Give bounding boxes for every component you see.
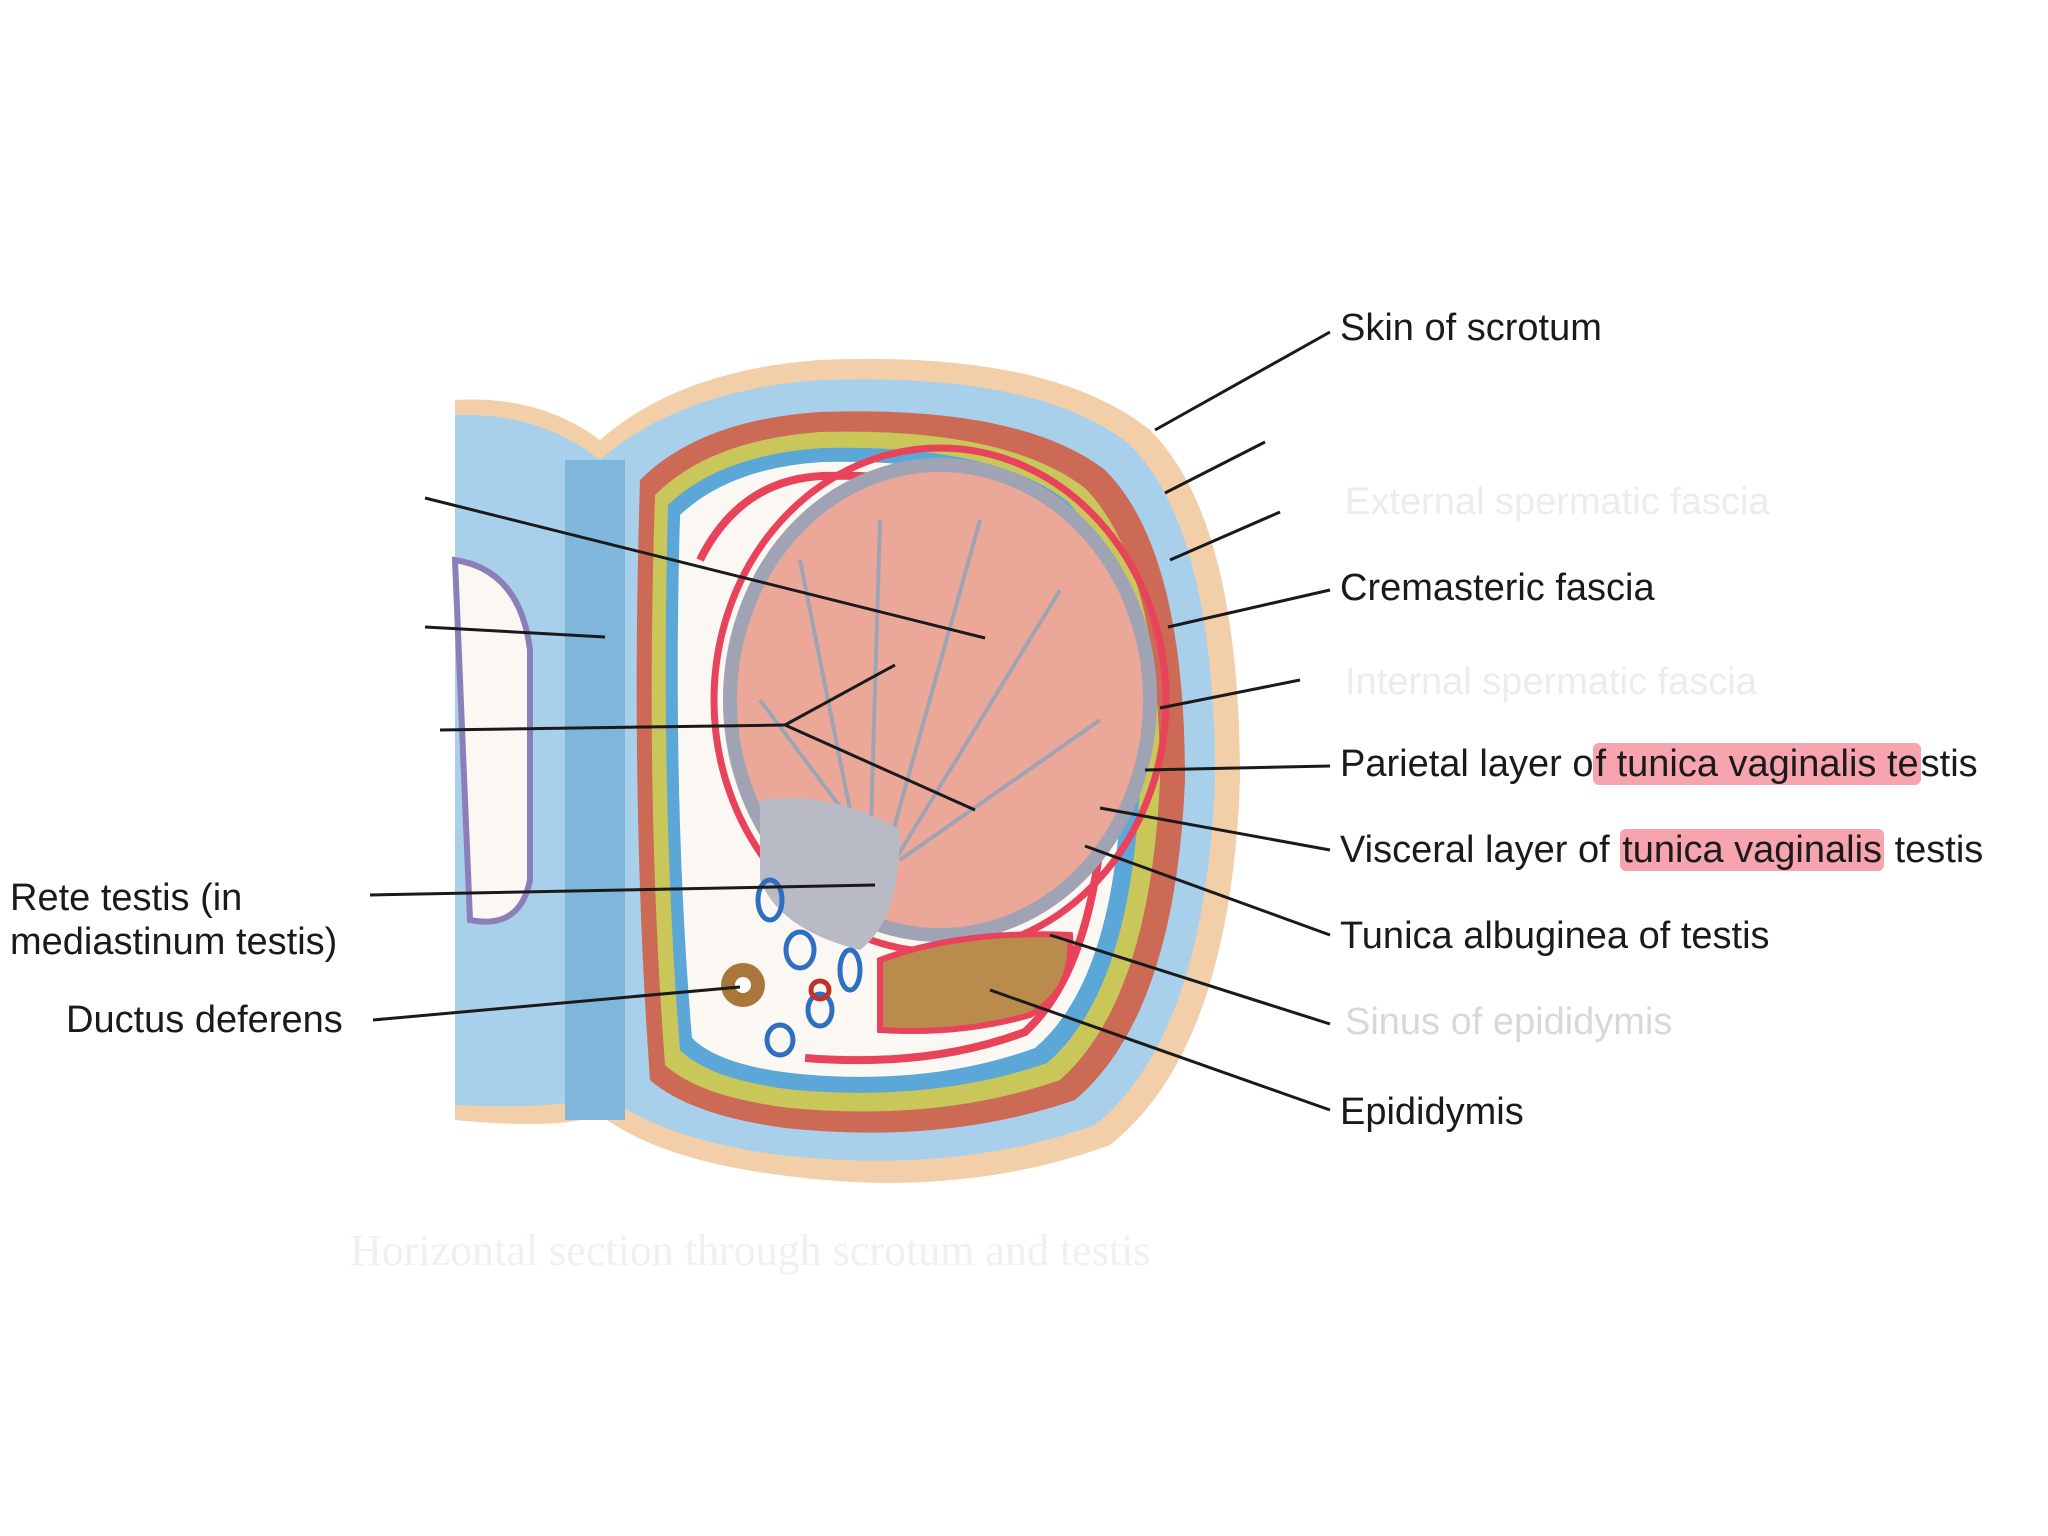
- scrotal-septum: [565, 460, 625, 1120]
- visceral-prefix-text: Visceral layer of: [1340, 829, 1621, 871]
- label-tunica-albuginea: Tunica albuginea of testis: [1340, 914, 1770, 958]
- parietal-highlighted-text: f tunica vaginalis te: [1593, 743, 1921, 785]
- label-cremasteric-fascia: Cremasteric fascia: [1340, 566, 1655, 610]
- leader-lines: [369, 330, 1331, 1112]
- label-rete-testis-text: Rete testis (in mediastinum testis): [10, 877, 338, 963]
- visceral-suffix-text: testis: [1884, 829, 1984, 871]
- label-epididymis: Epididymis: [1340, 1090, 1524, 1134]
- label-skin-of-scrotum-text: Skin of scrotum: [1340, 307, 1602, 349]
- faded-figure-caption: Horizontal section through scrotum and t…: [350, 1226, 1151, 1275]
- pampiniform-plexus: [755, 877, 863, 1058]
- faded-label-sinus-of-epididymis: Sinus of epididymis: [1345, 1001, 1673, 1043]
- parietal-prefix-text: Parietal layer o: [1340, 743, 1594, 785]
- label-epididymis-text: Epididymis: [1340, 1091, 1524, 1133]
- label-parietal-layer: Parietal layer of tunica vaginalis testi…: [1340, 742, 1978, 786]
- label-cremasteric-fascia-text: Cremasteric fascia: [1340, 567, 1655, 609]
- ductus-deferens-lumen: [735, 977, 751, 993]
- faded-label-internal-spermatic-fascia: Internal spermatic fascia: [1345, 661, 1757, 703]
- epididymis-body: [877, 931, 1074, 1034]
- label-ductus-deferens: Ductus deferens: [66, 998, 343, 1042]
- label-tunica-albuginea-text: Tunica albuginea of testis: [1340, 915, 1770, 957]
- visceral-highlighted-text: tunica vaginalis: [1620, 829, 1885, 871]
- label-skin-of-scrotum: Skin of scrotum: [1340, 306, 1602, 350]
- faded-label-external-spermatic-fascia: External spermatic fascia: [1345, 481, 1770, 523]
- parietal-suffix-text: stis: [1920, 743, 1978, 785]
- label-rete-testis: Rete testis (in mediastinum testis): [10, 832, 337, 964]
- mediastinum-testis: [760, 798, 900, 950]
- label-visceral-layer: Visceral layer of tunica vaginalis testi…: [1340, 828, 1983, 872]
- label-ductus-deferens-text: Ductus deferens: [66, 999, 343, 1041]
- contralateral-testis-edge: [451, 556, 533, 925]
